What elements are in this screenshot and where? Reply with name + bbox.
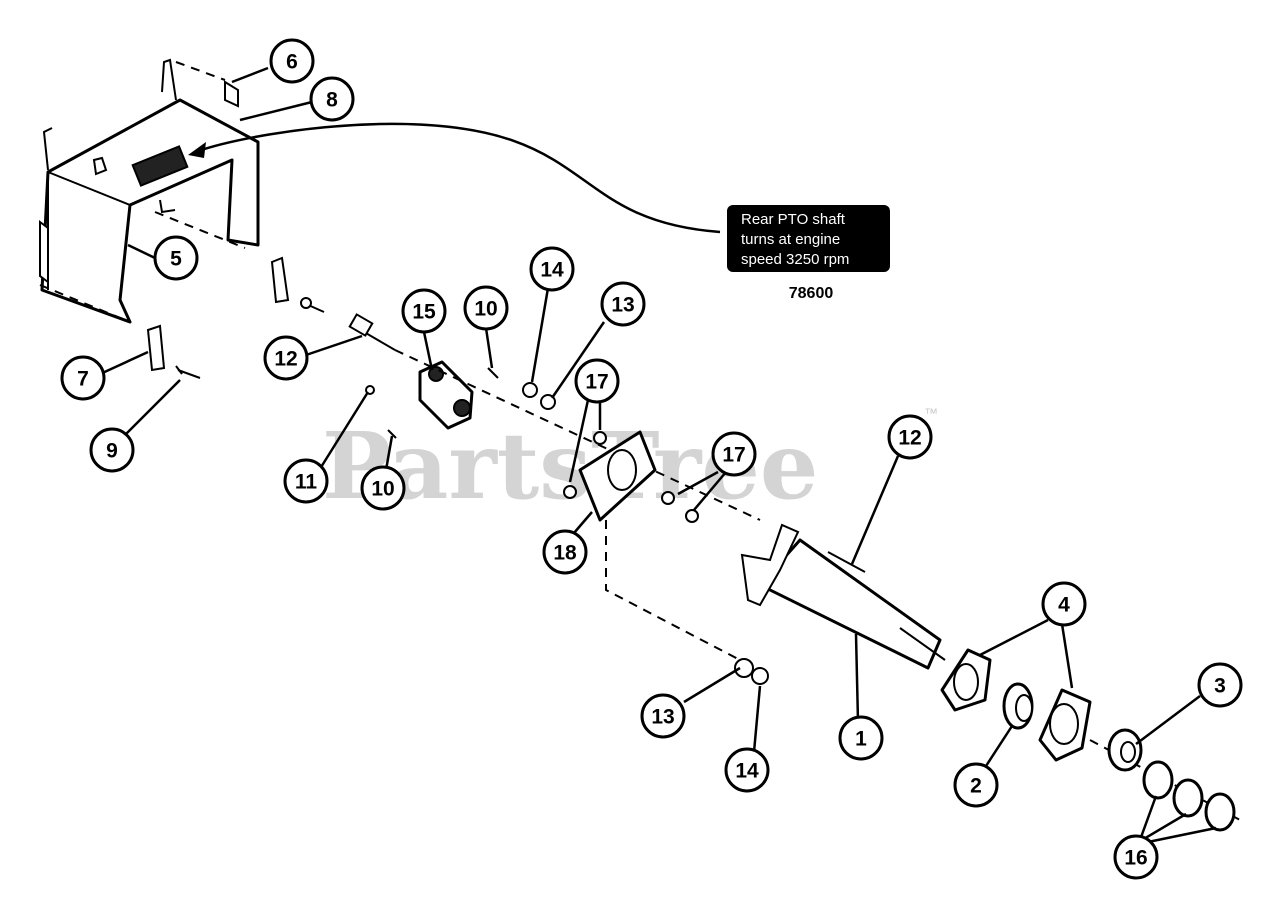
bearing-flange-part-4: [940, 648, 1092, 762]
clip-part-7: [146, 324, 166, 372]
callout-14-lower: 14: [724, 747, 770, 793]
washer-part-17: [685, 509, 699, 523]
nut-lower: [751, 667, 769, 685]
callout-14-upper: 14: [529, 246, 575, 292]
washer-lower: [734, 658, 754, 678]
nut-upper: [522, 382, 538, 398]
bolt-part-12-lower: [827, 551, 866, 573]
callout-label: 2: [970, 775, 982, 798]
callout-11: 11: [283, 458, 329, 504]
bearing-part-2: [1002, 682, 1034, 730]
callout-9: 9: [89, 427, 135, 473]
callout-10-upper: 10: [463, 285, 509, 331]
callout-label: 8: [326, 89, 338, 112]
callout-label: 3: [1214, 675, 1226, 698]
callout-label: 12: [274, 348, 297, 371]
callout-10-lower: 10: [360, 465, 406, 511]
centerline: [394, 349, 761, 521]
callout-label: 13: [651, 706, 674, 729]
callout-17-lower: 17: [711, 431, 757, 477]
set-screw-lower: [387, 429, 397, 439]
centerline: [605, 520, 741, 661]
callout-12-upper: 12: [263, 335, 309, 381]
callout-label: 10: [371, 478, 394, 501]
callout-13-lower: 13: [640, 693, 686, 739]
decal-leader: [194, 122, 721, 234]
callout-3: 3: [1197, 662, 1243, 708]
callout-label: 7: [77, 368, 89, 391]
callout-13-upper: 13: [600, 281, 646, 327]
callout-15: 15: [401, 288, 447, 334]
coupling-part-15: [418, 360, 474, 430]
callout-5: 5: [153, 235, 199, 281]
callout-label: 16: [1124, 847, 1147, 870]
callout-label: 18: [553, 542, 577, 565]
decal-box: [727, 205, 890, 272]
callout-label: 11: [295, 471, 318, 494]
callout-6: 6: [269, 38, 315, 84]
callout-2: 2: [953, 762, 999, 808]
callout-12-lower: 12: [887, 414, 933, 460]
leader-lines: [97, 66, 1217, 844]
callout-8: 8: [309, 76, 355, 122]
callout-label: 1: [855, 728, 867, 751]
bolt-head: [300, 297, 312, 309]
callout-label: 13: [611, 294, 634, 317]
callout-label: 17: [585, 371, 608, 394]
collar-part-3: [1107, 728, 1143, 772]
shaft-part-1: [740, 523, 946, 670]
decal-part-number: 78600: [789, 285, 834, 302]
callout-1: 1: [838, 715, 884, 761]
callout-label: 10: [474, 298, 497, 321]
callout-label: 14: [735, 760, 759, 783]
callout-16: 16: [1113, 834, 1159, 880]
callout-label: 17: [722, 444, 745, 467]
bolt-part-9: [175, 365, 201, 379]
clip-part: [270, 256, 290, 304]
callout-7: 7: [60, 355, 106, 401]
set-screw-upper: [487, 367, 499, 379]
dash-line: [154, 211, 246, 249]
washer-upper: [540, 394, 556, 410]
callout-label: 6: [286, 51, 298, 74]
washers-part-16: [1142, 760, 1236, 832]
callout-label: 12: [898, 427, 921, 450]
dash-line: [175, 61, 226, 81]
callout-4: 4: [1041, 581, 1087, 627]
callout-label: 15: [412, 301, 436, 324]
callout-17-upper: 17: [574, 358, 620, 404]
callout-label: 14: [540, 259, 564, 282]
decal-label: Rear PTO shaft turns at engine speed 325…: [727, 205, 890, 302]
decal-line-3: speed 3250 rpm: [741, 251, 849, 268]
washer-part-17: [661, 491, 675, 505]
pto-shield: [39, 58, 260, 324]
dash-line: [39, 284, 131, 323]
callout-label: 9: [106, 440, 118, 463]
callout-18: 18: [542, 529, 588, 575]
decal-line-2: turns at engine: [741, 231, 840, 248]
callout-label: 4: [1058, 594, 1070, 617]
watermark-trademark: ™: [924, 405, 938, 421]
decal-arrowhead: [188, 142, 206, 158]
flange-part-18: [563, 430, 657, 522]
bolt-head: [348, 313, 374, 337]
callout-label: 5: [170, 248, 182, 271]
decal-line-1: Rear PTO shaft: [741, 211, 846, 228]
